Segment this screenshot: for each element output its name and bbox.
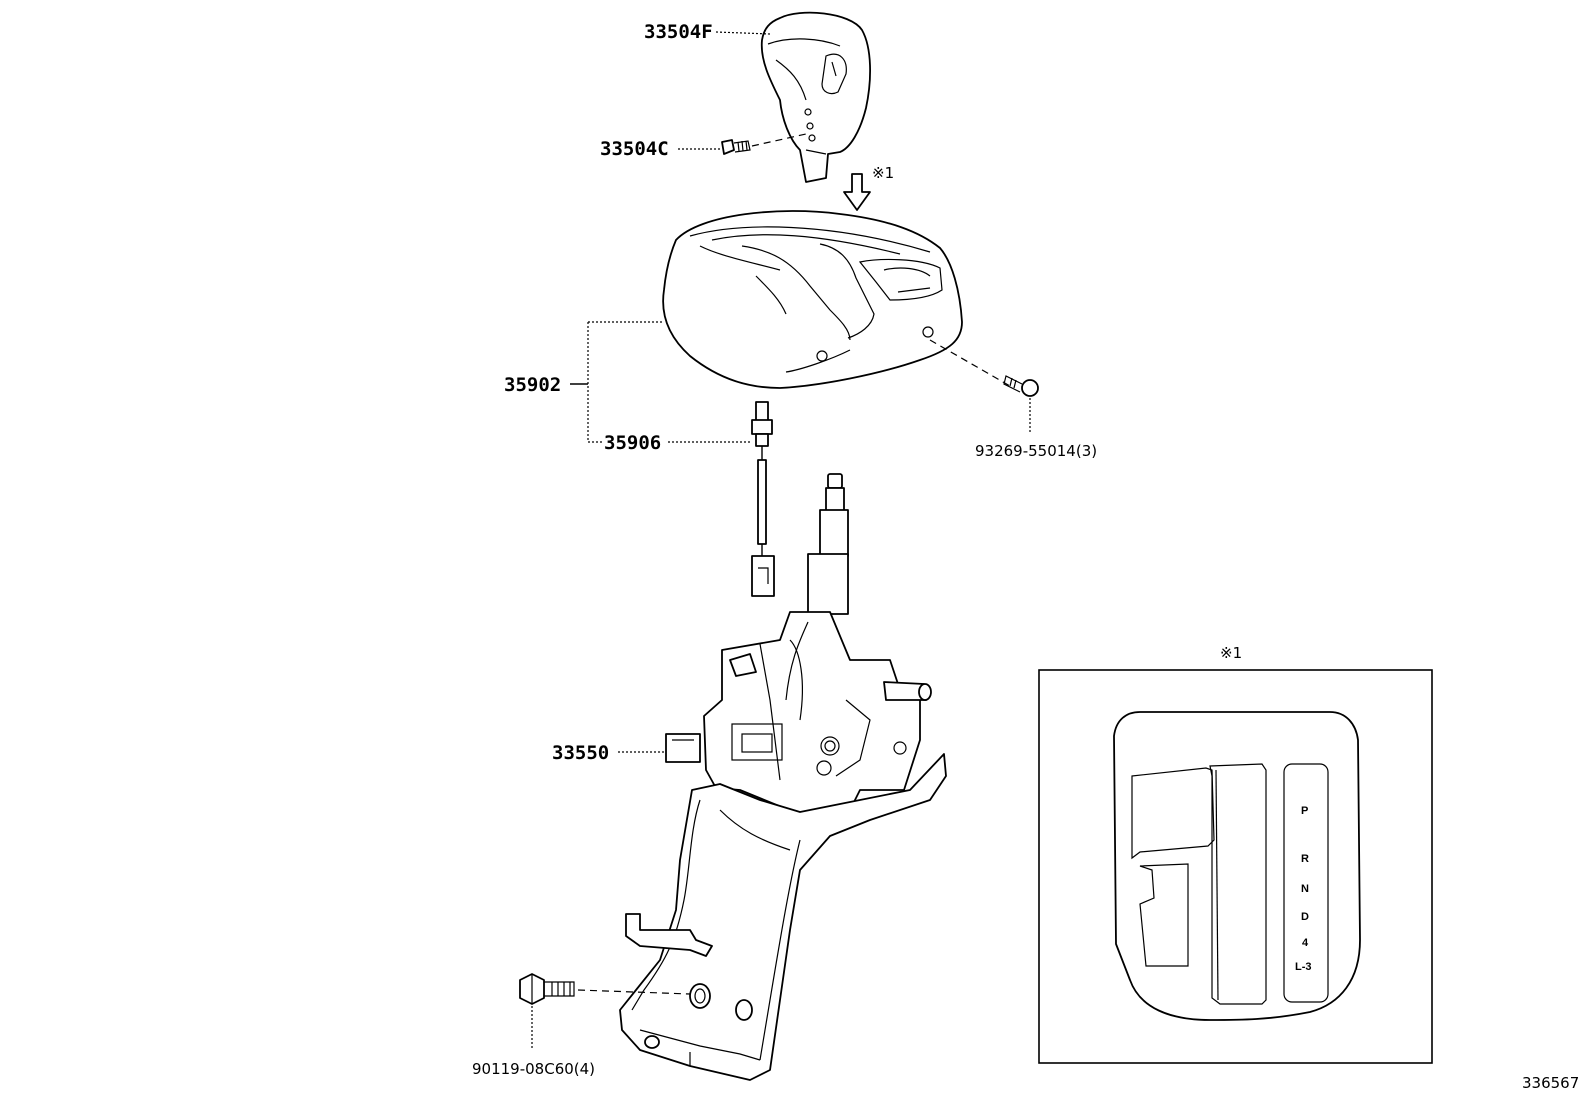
label-93269-55014: 93269-55014(3) [975, 442, 1097, 460]
label-90119-08C60: 90119-08C60(4) [472, 1060, 595, 1078]
ref-mark-1: ※1 [872, 164, 894, 182]
shift-lever-assembly-part[interactable] [619, 473, 947, 1081]
bezel-screw-part[interactable] [1003, 375, 1039, 397]
gate-pos-0: P [1301, 805, 1308, 817]
diagram-id: 336567 [1522, 1074, 1579, 1092]
indicator-bulb-part[interactable] [751, 401, 775, 597]
gate-pos-4: 4 [1302, 937, 1309, 949]
gate-pos-5: L-3 [1295, 961, 1312, 973]
bolt-path-dashed [577, 989, 691, 995]
gate-pos-2: N [1301, 883, 1309, 895]
group-bracket [570, 321, 664, 443]
label-33504F: 33504F [644, 21, 713, 43]
label-35902: 35902 [504, 374, 561, 396]
bezel-screw-dashed [929, 339, 1011, 387]
knob-screw-part[interactable] [721, 139, 751, 155]
gate-pos-3: D [1301, 911, 1309, 923]
label-33550: 33550 [552, 742, 609, 764]
screw-path-dashed [751, 133, 807, 147]
label-35906: 35906 [604, 432, 661, 454]
shift-bezel-part[interactable] [662, 210, 963, 389]
shift-knob-part[interactable] [760, 11, 871, 183]
view-arrow-icon [843, 173, 871, 211]
gate-indicator-plate: P R N D 4 L-3 [1113, 711, 1361, 1021]
inset-title: ※1 [1220, 644, 1242, 662]
leader-33504F [715, 31, 771, 35]
base-bolt-part[interactable] [519, 973, 575, 1005]
gate-pos-1: R [1301, 853, 1309, 865]
label-33504C: 33504C [600, 138, 669, 160]
